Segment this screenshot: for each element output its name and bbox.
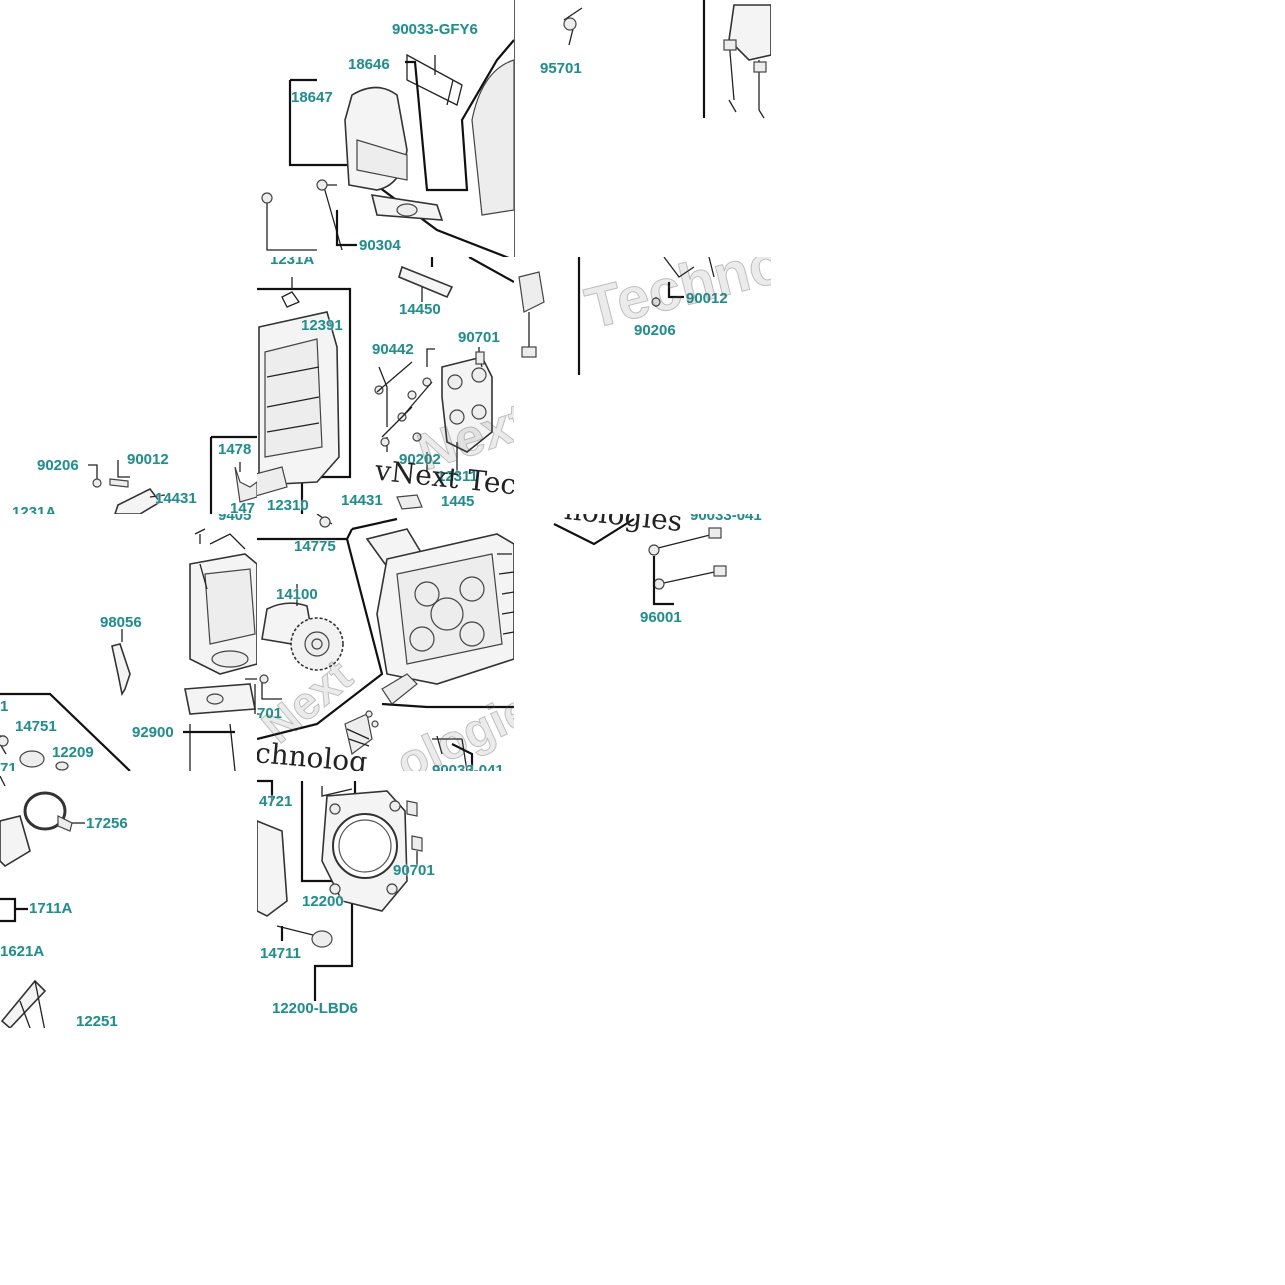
part-label: 12311 bbox=[437, 468, 478, 485]
part-label: 90304 bbox=[359, 237, 401, 254]
tile-rocker-arm: 90206 90012 14431 1231A 1478 147 bbox=[0, 257, 257, 514]
part-label: 90206 bbox=[634, 322, 676, 339]
part-label: 14775 bbox=[294, 538, 336, 555]
part-label: 14100 bbox=[276, 586, 318, 603]
tile-studs: nologies 90033-041 96001 bbox=[514, 514, 771, 771]
part-label: 14711 bbox=[260, 945, 301, 962]
part-label: 1621A bbox=[0, 943, 45, 960]
small-parts-drawing bbox=[518, 257, 715, 375]
part-label: 92900 bbox=[132, 724, 174, 741]
part-label: 95701 bbox=[540, 60, 582, 77]
tile-head-cover: 12391 14450 90701 90442 90202 12311 1443… bbox=[257, 257, 514, 514]
part-label: 90701 bbox=[393, 862, 435, 879]
cylinder-head-drawing bbox=[257, 514, 514, 771]
part-label: 90033-041 bbox=[432, 762, 504, 771]
part-label: 90012 bbox=[686, 290, 728, 307]
tile-bolts: 95701 bbox=[514, 0, 771, 257]
part-label: 147 bbox=[230, 500, 256, 514]
part-label: 0 bbox=[0, 770, 8, 771]
part-label: 18647 bbox=[291, 89, 333, 106]
tile-intake-pipe: 90033-GFY6 18646 18647 90304 bbox=[257, 0, 514, 257]
part-label: 14431 bbox=[155, 490, 197, 507]
part-label: 1231A bbox=[12, 504, 57, 514]
rocker-arm-drawing bbox=[88, 435, 257, 514]
tile-gasket-valve: 4721 12200 14711 12200-LBD6 90701 bbox=[257, 771, 514, 1028]
part-label: 96001 bbox=[640, 609, 682, 626]
part-label: 701 bbox=[257, 705, 283, 722]
intake-pipe-drawing bbox=[261, 39, 514, 257]
part-label: 12209 bbox=[52, 744, 94, 761]
part-label: 14431 bbox=[341, 492, 383, 509]
part-label: 1445 bbox=[441, 493, 475, 510]
part-label: 12200 bbox=[302, 893, 344, 910]
part-label: 1 bbox=[0, 698, 9, 715]
tile-spark-plug: 98056 92900 14751 12209 1 71 0 9405 bbox=[0, 514, 257, 771]
part-label: 14751 bbox=[15, 718, 57, 735]
part-label: 90701 bbox=[458, 329, 500, 346]
gasket-valve-drawing bbox=[257, 779, 423, 1001]
part-label: 12200-LBD6 bbox=[272, 1000, 358, 1017]
part-label: 18646 bbox=[348, 56, 390, 73]
part-label: 1231A bbox=[270, 257, 315, 268]
part-label: 1711A bbox=[29, 900, 73, 917]
part-label: 1478 bbox=[218, 441, 252, 458]
part-label: 12310 bbox=[267, 497, 309, 514]
tile-cylinder-head: 14775 14100 90033-041 701 Next ologies c… bbox=[257, 514, 514, 771]
part-label: 90442 bbox=[372, 341, 414, 358]
part-label: 98056 bbox=[100, 614, 142, 631]
part-label: 9405 bbox=[218, 514, 252, 524]
part-label: 71 bbox=[0, 760, 17, 771]
part-label: 90202 bbox=[399, 451, 441, 468]
clamp-valves-drawing bbox=[0, 775, 85, 1028]
part-label: 4721 bbox=[259, 793, 293, 810]
head-cover-drawing bbox=[257, 257, 514, 514]
part-label: 12391 bbox=[301, 317, 343, 334]
spark-plug-drawing bbox=[0, 528, 257, 771]
part-label: 90033-041 bbox=[690, 514, 762, 524]
studs-drawing bbox=[553, 518, 727, 606]
part-label: 90206 bbox=[37, 457, 79, 474]
part-label: 17256 bbox=[86, 815, 128, 832]
part-label: 90012 bbox=[127, 451, 169, 468]
part-label: 14450 bbox=[399, 301, 441, 318]
part-label: 90033-GFY6 bbox=[392, 21, 478, 38]
tile-watermark-right: 90206 90012 Techno bbox=[514, 257, 771, 514]
part-label: 12251 bbox=[76, 1013, 118, 1028]
bolts-drawing bbox=[514, 0, 771, 257]
tile-clamp-valves: 17256 1711A 1621A 12251 bbox=[0, 771, 257, 1028]
